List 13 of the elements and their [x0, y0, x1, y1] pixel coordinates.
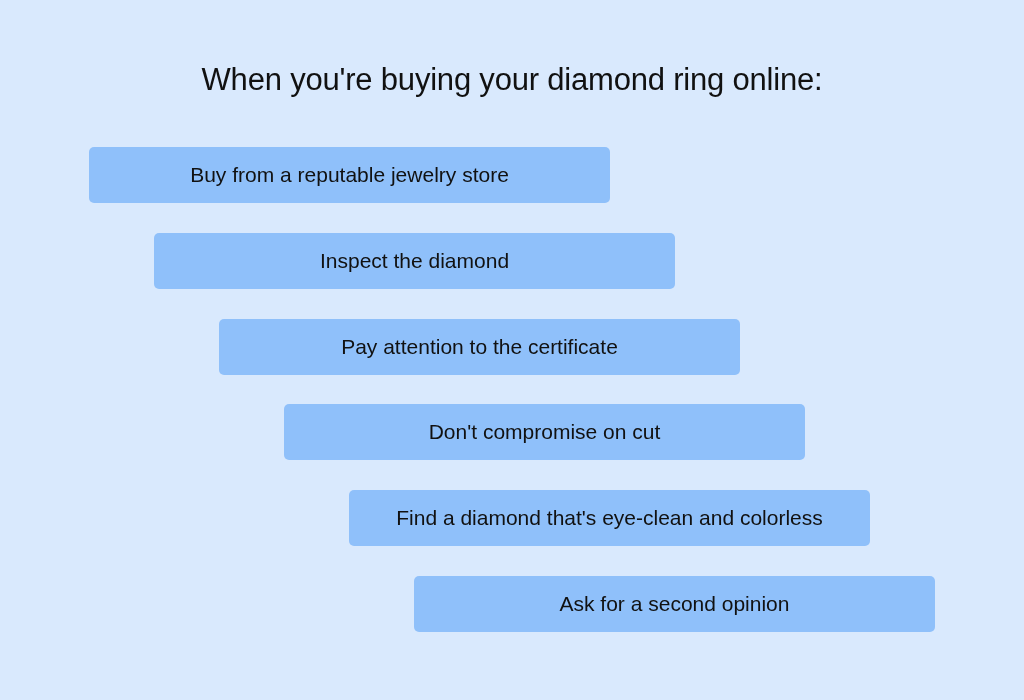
step-box: [154, 233, 675, 289]
step-text: Ask for a second opinion: [559, 592, 790, 616]
step-text: Don't compromise on cut: [428, 420, 661, 444]
step-box: [349, 490, 870, 546]
step-text: Pay attention to the certificate: [341, 335, 618, 359]
step-text: Find a diamond that's eye-clean and colorless: [396, 506, 823, 530]
step-text: Inspect the diamond: [319, 249, 510, 273]
title: When you're buying your diamond ring online:: [201, 62, 823, 97]
step-box: [284, 404, 805, 460]
step-text: Buy from a reputable jewelry store: [190, 163, 509, 187]
step-box: [89, 147, 610, 203]
step-box: [219, 319, 740, 375]
step-box: [414, 576, 935, 632]
